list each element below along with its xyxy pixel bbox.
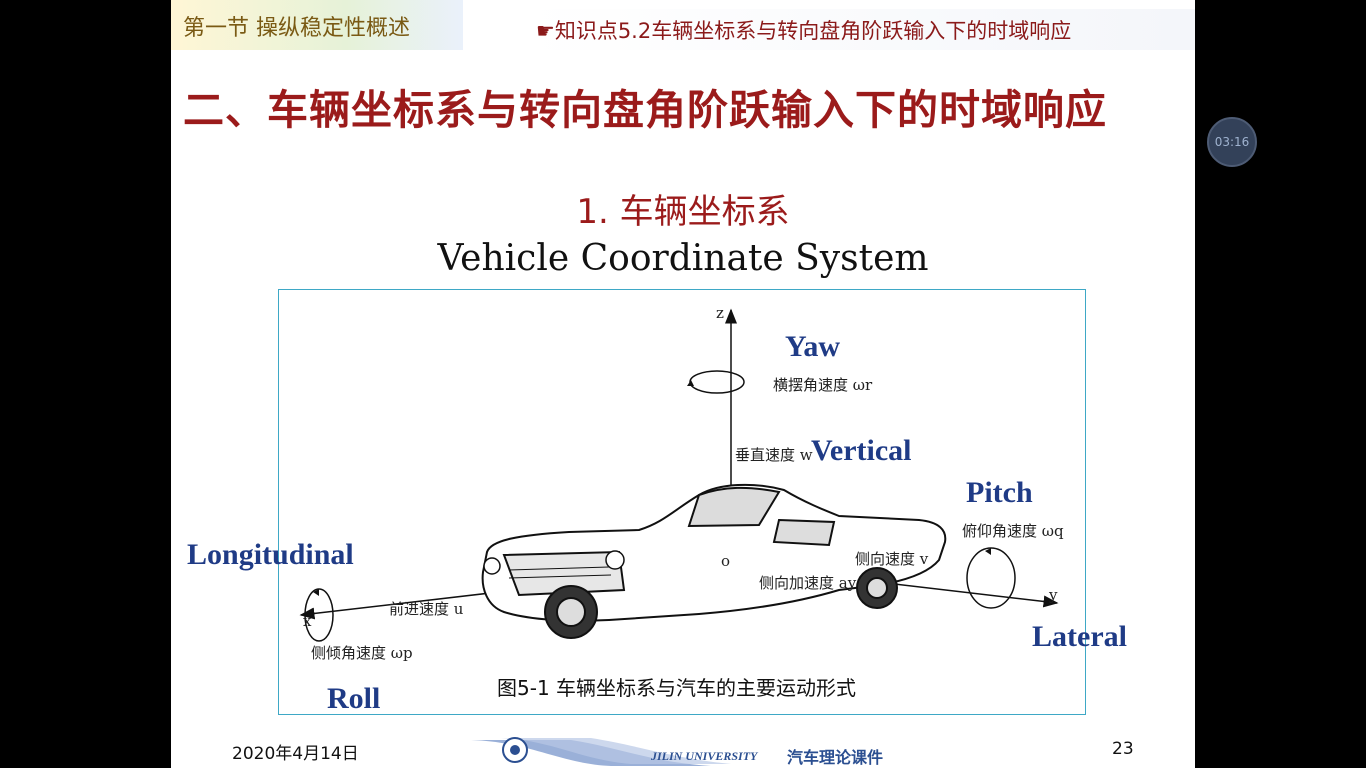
front-grille	[508, 566, 612, 579]
subtitle-english: Vehicle Coordinate System	[437, 238, 929, 279]
pitch-rate-annotation: 俯仰角速度 ωq	[962, 522, 1064, 540]
forward-speed-annotation: 前进速度 u	[389, 600, 464, 618]
vertical-speed-annotation: 垂直速度 w	[735, 446, 813, 464]
coordinate-figure: z x y o 横摆角速度 ωr 垂直速度 w 俯仰角速度 ωq 侧向速度 v …	[187, 289, 1127, 715]
car-wheels	[544, 567, 898, 639]
y-axis-label: y	[1049, 586, 1058, 604]
pitch-label: Pitch	[966, 476, 1033, 509]
section-tab: 第一节 操纵稳定性概述	[171, 0, 463, 50]
z-axis-label: z	[716, 304, 724, 322]
roll-rate-annotation: 侧倾角速度 ωp	[311, 644, 413, 662]
lateral-accel-annotation: 侧向加速度 ay	[759, 574, 857, 592]
roll-label: Roll	[327, 682, 381, 715]
car-diagram	[299, 308, 1059, 642]
playback-timer[interactable]: 03:16	[1207, 117, 1257, 167]
yaw-rotation-arrow	[689, 370, 745, 394]
yaw-label: Yaw	[785, 330, 841, 363]
origin-label: o	[721, 552, 731, 570]
course-name: 汽车理论课件	[787, 748, 884, 767]
section-title: 第一节 操纵稳定性概述	[183, 16, 410, 41]
page-number: 23	[1112, 739, 1134, 759]
car-body	[481, 483, 947, 622]
headlights	[483, 550, 625, 575]
university-name: JILIN UNIVERSITY	[651, 749, 758, 763]
page-title: 二、车辆坐标系与转向盘角阶跃输入下的时域响应	[183, 86, 1107, 134]
knowledge-point-title: ☛知识点5.2车辆坐标系与转向盘角阶跃输入下的时域响应	[536, 19, 1072, 43]
lateral-label: Lateral	[1032, 620, 1127, 653]
knowledge-point-bar: ☛知识点5.2车辆坐标系与转向盘角阶跃输入下的时域响应	[526, 9, 1195, 50]
x-axis-label: x	[303, 612, 312, 630]
vertical-label: Vertical	[811, 434, 912, 467]
lateral-speed-annotation: 侧向速度 v	[855, 550, 929, 568]
subtitle-chinese: 1. 车辆坐标系	[576, 192, 790, 232]
university-logo-bar: JILIN UNIVERSITY 汽车理论课件	[471, 736, 941, 768]
slide: 第一节 操纵稳定性概述 ☛知识点5.2车辆坐标系与转向盘角阶跃输入下的时域响应 …	[171, 0, 1195, 768]
yaw-rate-annotation: 横摆角速度 ωr	[773, 376, 873, 394]
footer-date: 2020年4月14日	[232, 744, 359, 764]
pitch-rotation-arrow	[966, 547, 1016, 609]
longitudinal-label: Longitudinal	[187, 538, 354, 571]
jlu-swoosh-icon	[471, 737, 731, 766]
figure-caption: 图5-1 车辆坐标系与汽车的主要运动形式	[497, 676, 857, 700]
